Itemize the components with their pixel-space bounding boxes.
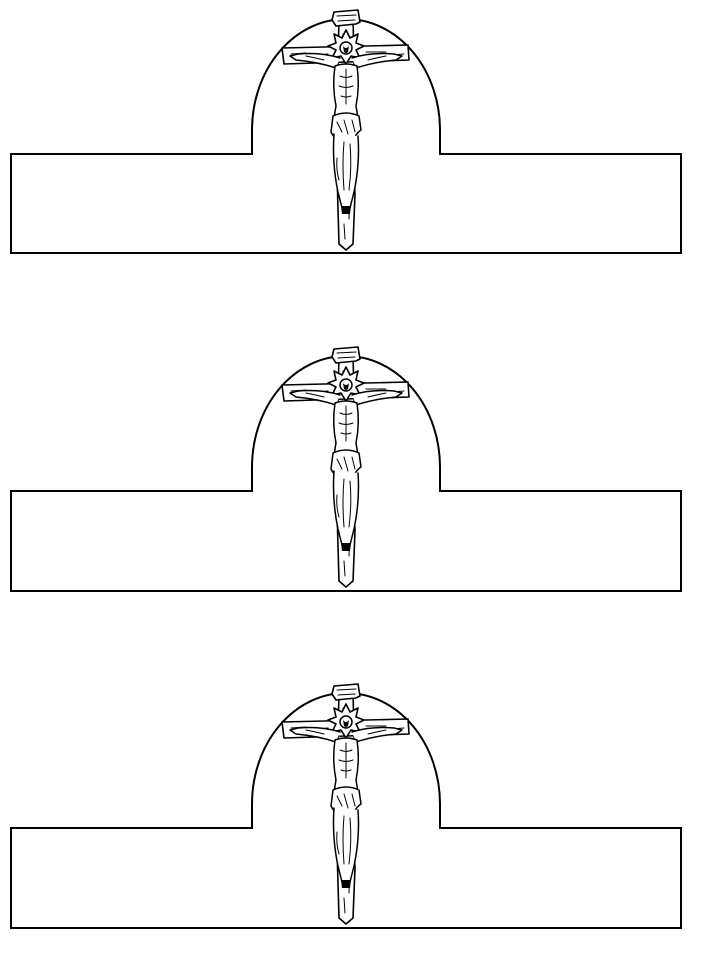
cutout-band-1 [10, 9, 682, 254]
cutout-band-2 [10, 346, 682, 592]
cutout-band-3 [10, 683, 682, 929]
